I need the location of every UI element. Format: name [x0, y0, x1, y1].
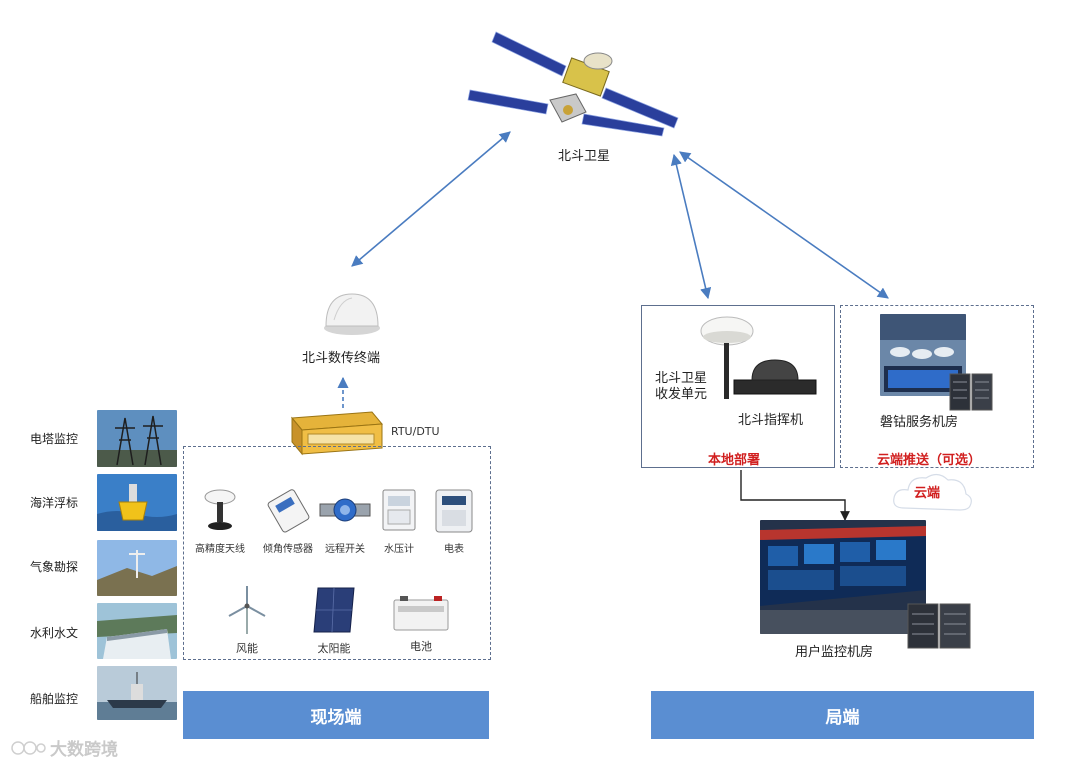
transceiver-antenna-icon — [700, 316, 754, 399]
sensor-high-precision-antenna: 高精度天线 — [191, 488, 249, 555]
sensor-label: 倾角传感器 — [263, 544, 313, 555]
user-monitor-room-photo — [760, 520, 926, 634]
power-tower-photo — [97, 410, 177, 467]
office-end-bar: 局端 — [651, 691, 1034, 739]
sensor-label: 水压计 — [384, 544, 414, 555]
sensor-water-pressure-meter: 水压计 — [374, 488, 424, 555]
sensor-tilt: 倾角传感器 — [257, 486, 319, 555]
sensor-label: 远程开关 — [325, 544, 365, 555]
sensor-label: 电表 — [444, 544, 464, 555]
power-wind: 风能 — [221, 584, 273, 656]
tilt-sensor-icon — [267, 489, 310, 533]
beidou-commander-icon — [733, 359, 817, 395]
watermark-text: 大数跨境 — [50, 740, 118, 760]
rtu-dtu-label: RTU/DTU — [391, 425, 440, 438]
field-end-bar: 现场端 — [183, 691, 489, 739]
power-battery: 电池 — [390, 594, 452, 654]
local-deploy-label: 本地部署 — [708, 453, 761, 468]
link-local-satellite — [670, 153, 712, 300]
cloud-server-label: 磐钴服务机房 — [880, 415, 959, 430]
solar-panel-icon — [313, 587, 355, 633]
field-equipment-box — [183, 446, 491, 660]
water-pressure-meter-icon — [382, 489, 416, 531]
link-local-user-room — [740, 470, 850, 521]
battery-icon — [393, 596, 449, 631]
sensor-remote-switch: 远程开关 — [314, 488, 376, 555]
cloud-label: 云端 — [914, 486, 941, 501]
satellite-group — [466, 26, 691, 138]
link-cloud-satellite — [679, 151, 889, 299]
field-end-label: 现场端 — [310, 707, 362, 728]
cloud-push-box — [840, 305, 1034, 468]
commander-label: 北斗指挥机 — [738, 413, 804, 428]
office-end-label: 局端 — [825, 707, 860, 728]
satellite-icon — [467, 31, 679, 137]
electric-meter-icon — [435, 489, 473, 533]
local-deployment-box — [641, 305, 835, 468]
power-label: 电池 — [410, 640, 432, 653]
scenario-label: 船舶监控 — [30, 692, 79, 706]
dam-photo — [97, 603, 177, 659]
cloud-icon — [893, 473, 972, 511]
beidou-terminal-dome-icon — [324, 293, 380, 335]
cloud-push-label: 云端推送（可选） — [877, 453, 982, 468]
user-room-label: 用户监控机房 — [795, 645, 874, 660]
user-room-server-icon — [907, 603, 971, 649]
ship-photo — [97, 666, 177, 720]
sensor-electric-meter: 电表 — [430, 488, 478, 555]
link-terminal-satellite — [351, 131, 511, 267]
scenario-label: 水利水文 — [30, 626, 79, 640]
server-rack-icon — [949, 373, 993, 411]
power-solar: 太阳能 — [308, 584, 360, 656]
transceiver-label: 北斗卫星 收发单元 — [655, 371, 708, 402]
satellite-label: 北斗卫星 — [558, 149, 611, 164]
scenario-label: 海洋浮标 — [30, 496, 79, 510]
power-label: 风能 — [236, 642, 258, 655]
beidou-terminal-label: 北斗数传终端 — [302, 351, 381, 366]
remote-switch-icon — [319, 498, 371, 522]
wind-turbine-icon — [228, 586, 266, 634]
power-label: 太阳能 — [317, 642, 351, 655]
gnss-antenna-icon — [204, 489, 236, 530]
sensor-label: 高精度天线 — [195, 544, 245, 555]
scenario-label: 电塔监控 — [30, 432, 79, 446]
ocean-buoy-photo — [97, 474, 177, 531]
weather-station-photo — [97, 540, 177, 596]
watermark: 大数跨境 — [10, 735, 118, 760]
watermark-logo-icon — [11, 740, 46, 755]
scenario-label: 气象勘探 — [30, 560, 79, 574]
